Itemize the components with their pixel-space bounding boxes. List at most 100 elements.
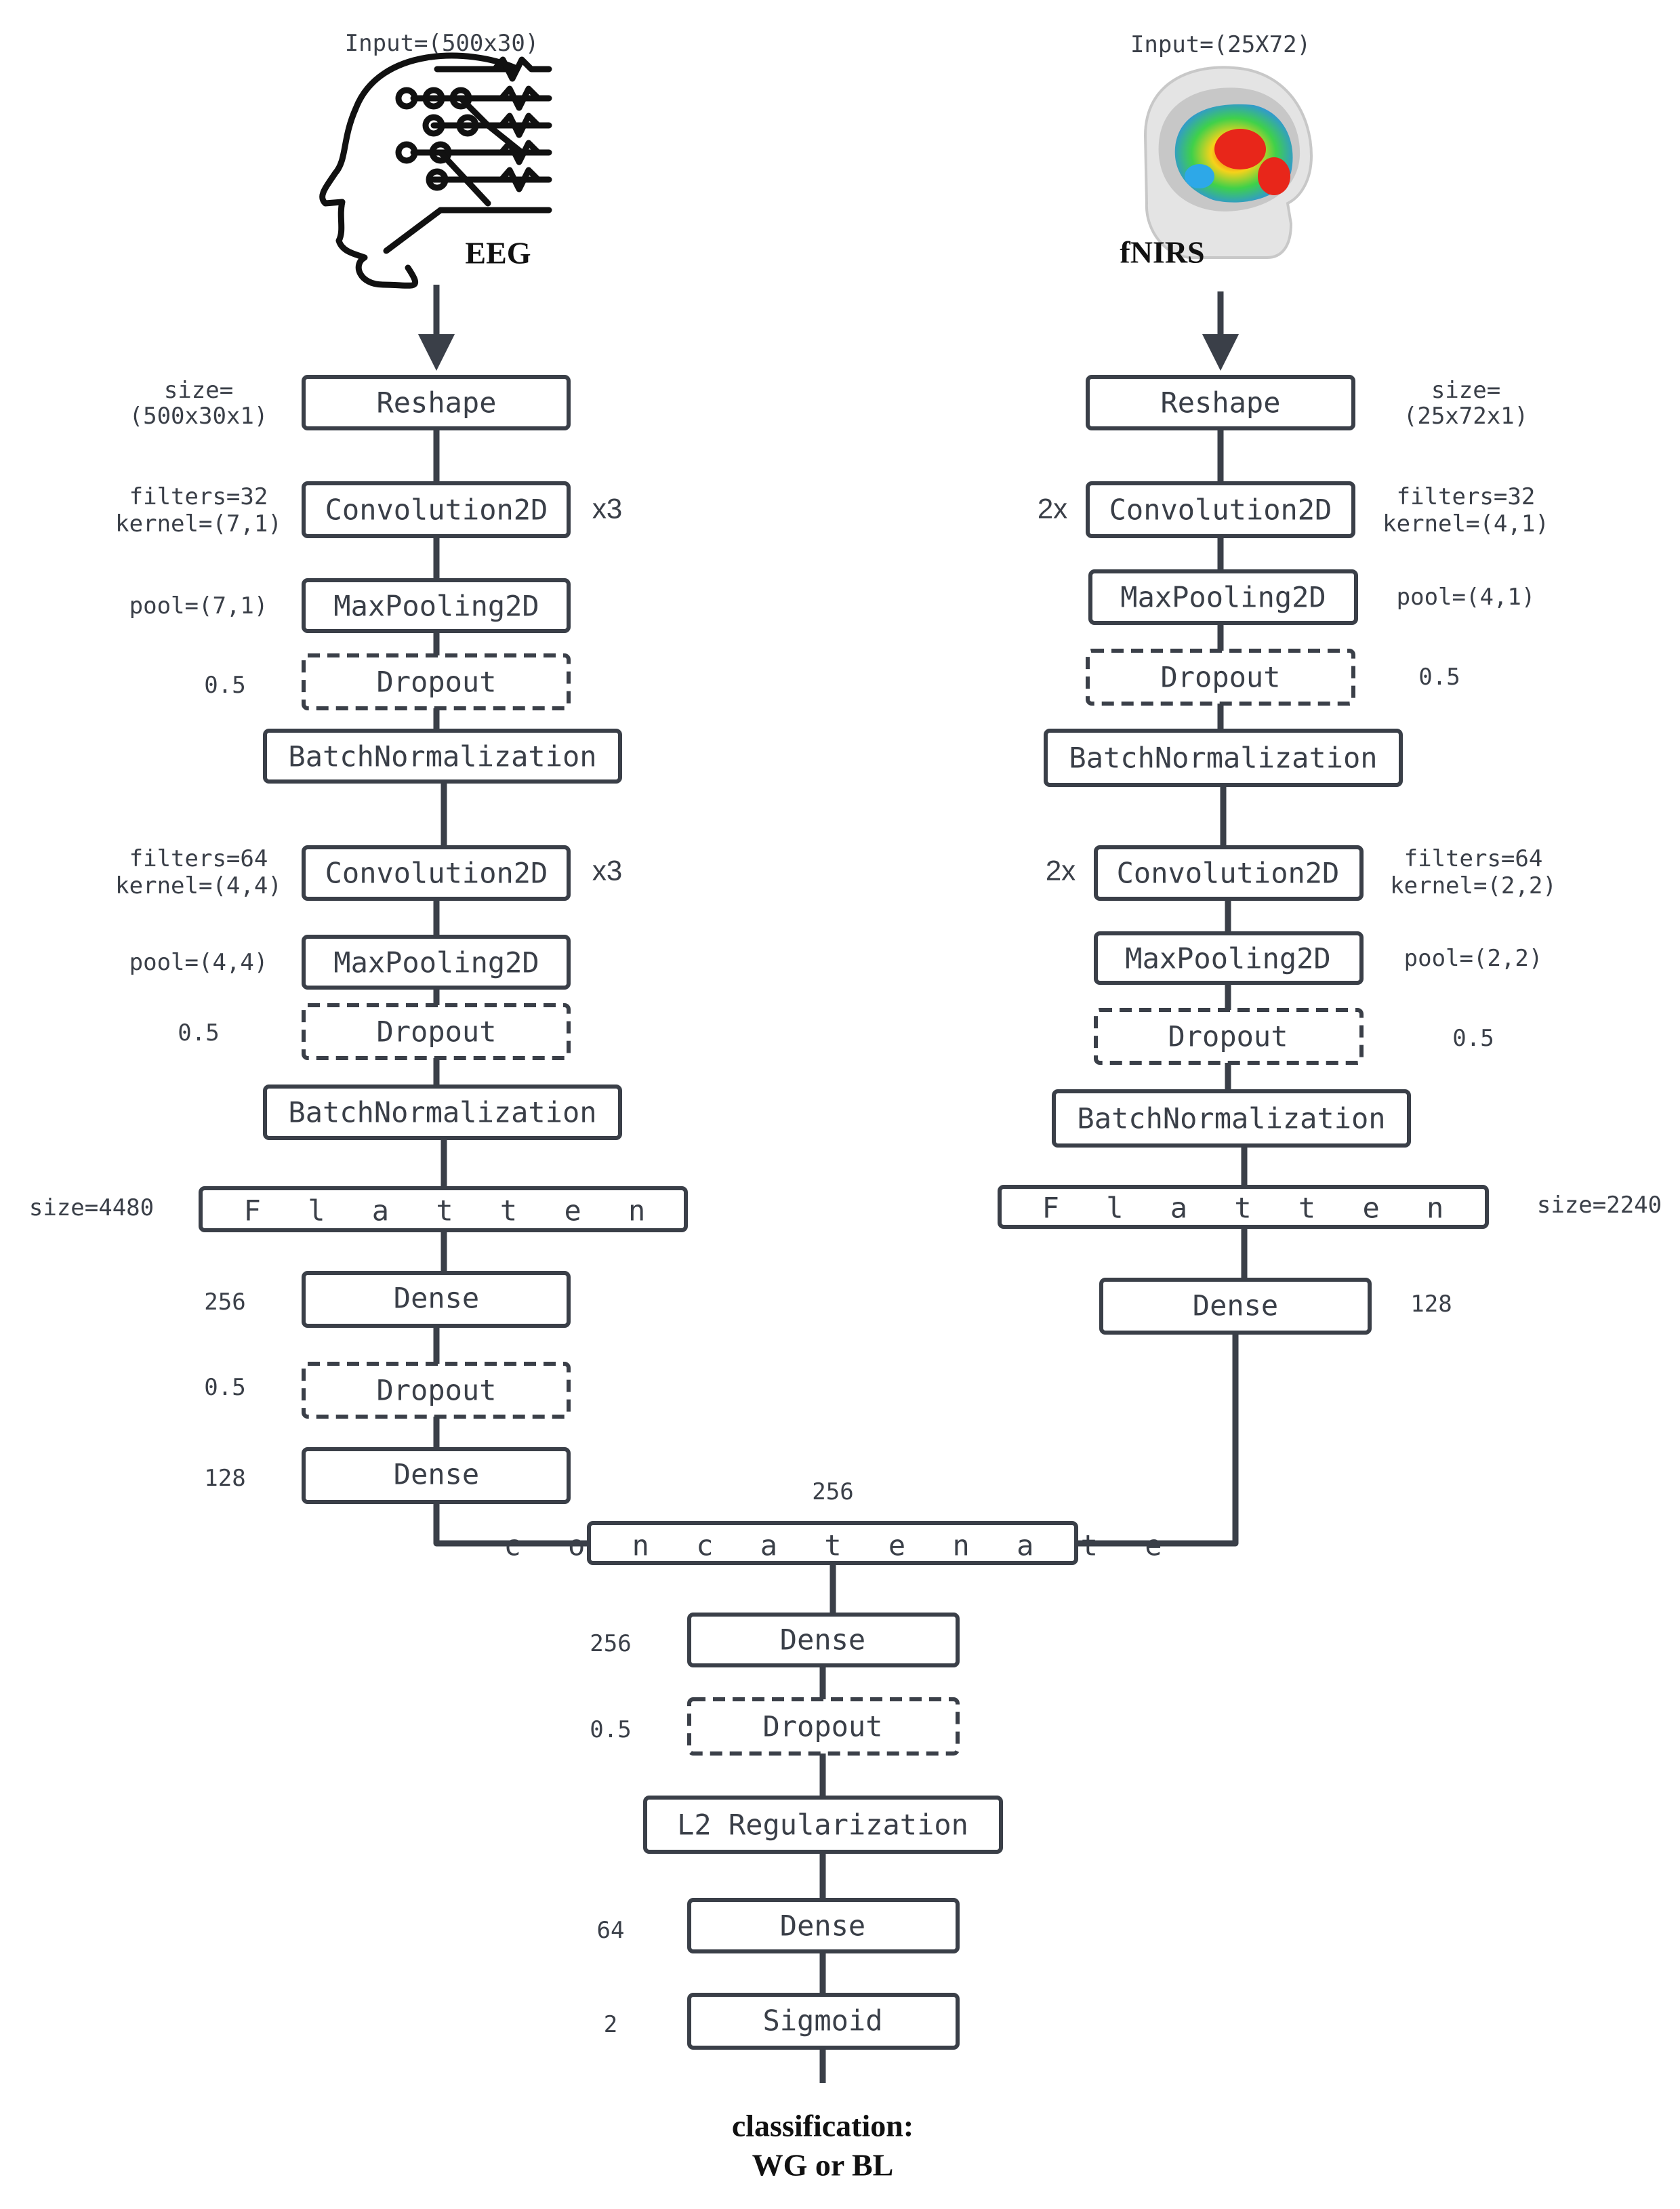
fnirs-dense1-label: Dense (1193, 1289, 1278, 1322)
fnirs-pool2-node (1094, 931, 1364, 985)
fusion-dense1-label: Dense (780, 1623, 865, 1657)
eeg-title: EEG (465, 236, 531, 270)
concat-size-param: 256 (812, 1478, 853, 1505)
eeg-reshape-param-2: (500x30x1) (129, 403, 268, 430)
eeg-conv2-node (302, 845, 571, 901)
fnirs-dropout1-node (1086, 649, 1355, 706)
fnirs-dropout2-param: 0.5 (1452, 1025, 1494, 1052)
eeg-conv1-param-2: kernel=(7,1) (115, 510, 282, 538)
fusion-annotations: 256 0.5 64 2 (590, 1630, 631, 2038)
eeg-dense2-label: Dense (394, 1458, 479, 1491)
edges (418, 285, 1248, 2083)
l2-regularization-node (643, 1796, 1003, 1854)
fnirs-conv1-label: Convolution2D (1109, 493, 1332, 527)
eeg-dense2-node (302, 1447, 571, 1504)
fnirs-conv2-param-2: kernel=(2,2) (1390, 872, 1557, 899)
fnirs-reshape-param-1: size= (1431, 377, 1500, 404)
eeg-dropout2-label: Dropout (376, 1015, 496, 1049)
eeg-dropout3-param: 0.5 (204, 1374, 245, 1401)
eeg-pool2-param: pool=(4,4) (129, 949, 268, 976)
eeg-batchnorm1-node (263, 729, 622, 784)
eeg-batchnorm2-label: BatchNormalization (288, 1096, 596, 1129)
fnirs-batchnorm1-node (1044, 729, 1403, 787)
sigmoid-node (687, 1993, 960, 2050)
fnirs-pool2-param: pool=(2,2) (1404, 945, 1543, 972)
fnirs-input-label: Input=(25X72) (1130, 31, 1311, 58)
eeg-conv1-repeat: x3 (592, 493, 622, 525)
fnirs-pool1-node (1088, 569, 1358, 625)
eeg-annotations: size= (500x30x1) filters=32 kernel=(7,1)… (29, 377, 622, 1492)
fnirs-batchnorm1-label: BatchNormalization (1069, 742, 1377, 775)
sigmoid-label: Sigmoid (762, 2004, 882, 2038)
eeg-pool1-param: pool=(7,1) (129, 592, 268, 620)
eeg-flatten-label: F l a t t e n (244, 1194, 661, 1228)
eeg-dense1-node (302, 1271, 571, 1328)
eeg-dropout1-node (302, 653, 571, 710)
fnirs-dense1-node (1099, 1278, 1372, 1335)
eeg-conv2-param-1: filters=64 (129, 845, 268, 872)
eeg-input-label: Input=(500x30) (345, 30, 539, 57)
fnirs-flatten-param: size=2240 (1537, 1192, 1662, 1219)
eeg-dense1-param: 256 (204, 1289, 245, 1316)
l2-regularization-label: L2 Regularization (677, 1808, 968, 1842)
eeg-flatten-param: size=4480 (29, 1194, 154, 1221)
output-label-line-2: WG or BL (752, 2148, 894, 2183)
fnirs-dropout1-param: 0.5 (1418, 664, 1460, 691)
fnirs-reshape-param-2: (25x72x1) (1404, 403, 1528, 430)
eeg-conv2-label: Convolution2D (325, 857, 548, 890)
fnirs-conv1-param-2: kernel=(4,1) (1382, 510, 1549, 538)
eeg-conv1-label: Convolution2D (325, 493, 548, 527)
eeg-branch: Reshape Convolution2D MaxPooling2D Dropo… (199, 375, 688, 1504)
eeg-pool1-label: MaxPooling2D (333, 590, 539, 623)
fnirs-batchnorm2-label: BatchNormalization (1077, 1102, 1385, 1135)
eeg-head-icon (319, 52, 552, 289)
eeg-conv2-repeat: x3 (592, 855, 622, 887)
eeg-dropout2-param: 0.5 (178, 1019, 219, 1047)
fusion-dense2-node (687, 1898, 960, 1953)
fnirs-conv2-param-1: filters=64 (1404, 845, 1543, 872)
concatenate-node (587, 1521, 1078, 1565)
fnirs-conv1-param-1: filters=32 (1397, 483, 1536, 510)
fusion-branch: 256 c o n c a t e n a t e Dense Dropout … (504, 1478, 1176, 2050)
eeg-pool2-label: MaxPooling2D (333, 946, 539, 979)
fnirs-dropout1-label: Dropout (1160, 661, 1280, 694)
eeg-dropout3-node (302, 1362, 571, 1419)
fusion-dense2-param: 64 (597, 1917, 625, 1944)
fnirs-pool1-param: pool=(4,1) (1397, 584, 1536, 611)
fnirs-pool2-label: MaxPooling2D (1125, 942, 1330, 975)
eeg-batchnorm2-node (263, 1085, 622, 1140)
fusion-dropout-label: Dropout (762, 1710, 882, 1743)
fnirs-brain-icon (1143, 66, 1313, 259)
fusion-dense1-param: 256 (590, 1630, 631, 1657)
fnirs-flatten-node (998, 1185, 1489, 1229)
eeg-dropout3-label: Dropout (376, 1374, 496, 1407)
fnirs-conv1-repeat: 2x (1038, 493, 1067, 525)
fnirs-title: fNIRS (1120, 235, 1204, 270)
fusion-dropout-node (687, 1697, 960, 1756)
eeg-reshape-param-1: size= (164, 377, 233, 404)
eeg-conv2-param-2: kernel=(4,4) (115, 872, 282, 899)
eeg-dropout1-param: 0.5 (204, 672, 245, 699)
fnirs-branch: Reshape Convolution2D MaxPooling2D Dropo… (998, 375, 1489, 1335)
fnirs-reshape-node (1086, 375, 1355, 430)
fusion-dense1-node (687, 1613, 960, 1667)
eeg-dropout2-node (302, 1003, 571, 1060)
eeg-batchnorm1-label: BatchNormalization (288, 740, 596, 773)
fnirs-dropout2-label: Dropout (1168, 1020, 1288, 1053)
eeg-pool2-node (302, 935, 571, 990)
fnirs-conv2-repeat: 2x (1046, 855, 1075, 887)
fnirs-annotations: size= (25x72x1) filters=32 kernel=(4,1) … (1038, 377, 1662, 1318)
fnirs-conv2-node (1094, 845, 1364, 901)
fnirs-dropout2-node (1094, 1008, 1364, 1065)
eeg-dropout1-label: Dropout (376, 666, 496, 699)
fnirs-flatten-label: F l a t t e n (1042, 1192, 1459, 1225)
eeg-reshape-node (302, 375, 571, 430)
eeg-conv1-node (302, 481, 571, 538)
concatenate-label: c o n c a t e n a t e (504, 1529, 1176, 1562)
eeg-dense2-param: 128 (204, 1465, 245, 1492)
eeg-conv1-param-1: filters=32 (129, 483, 268, 510)
fnirs-pool1-label: MaxPooling2D (1120, 581, 1326, 614)
eeg-pool1-node (302, 578, 571, 633)
output-label-line-1: classification: (732, 2109, 914, 2143)
